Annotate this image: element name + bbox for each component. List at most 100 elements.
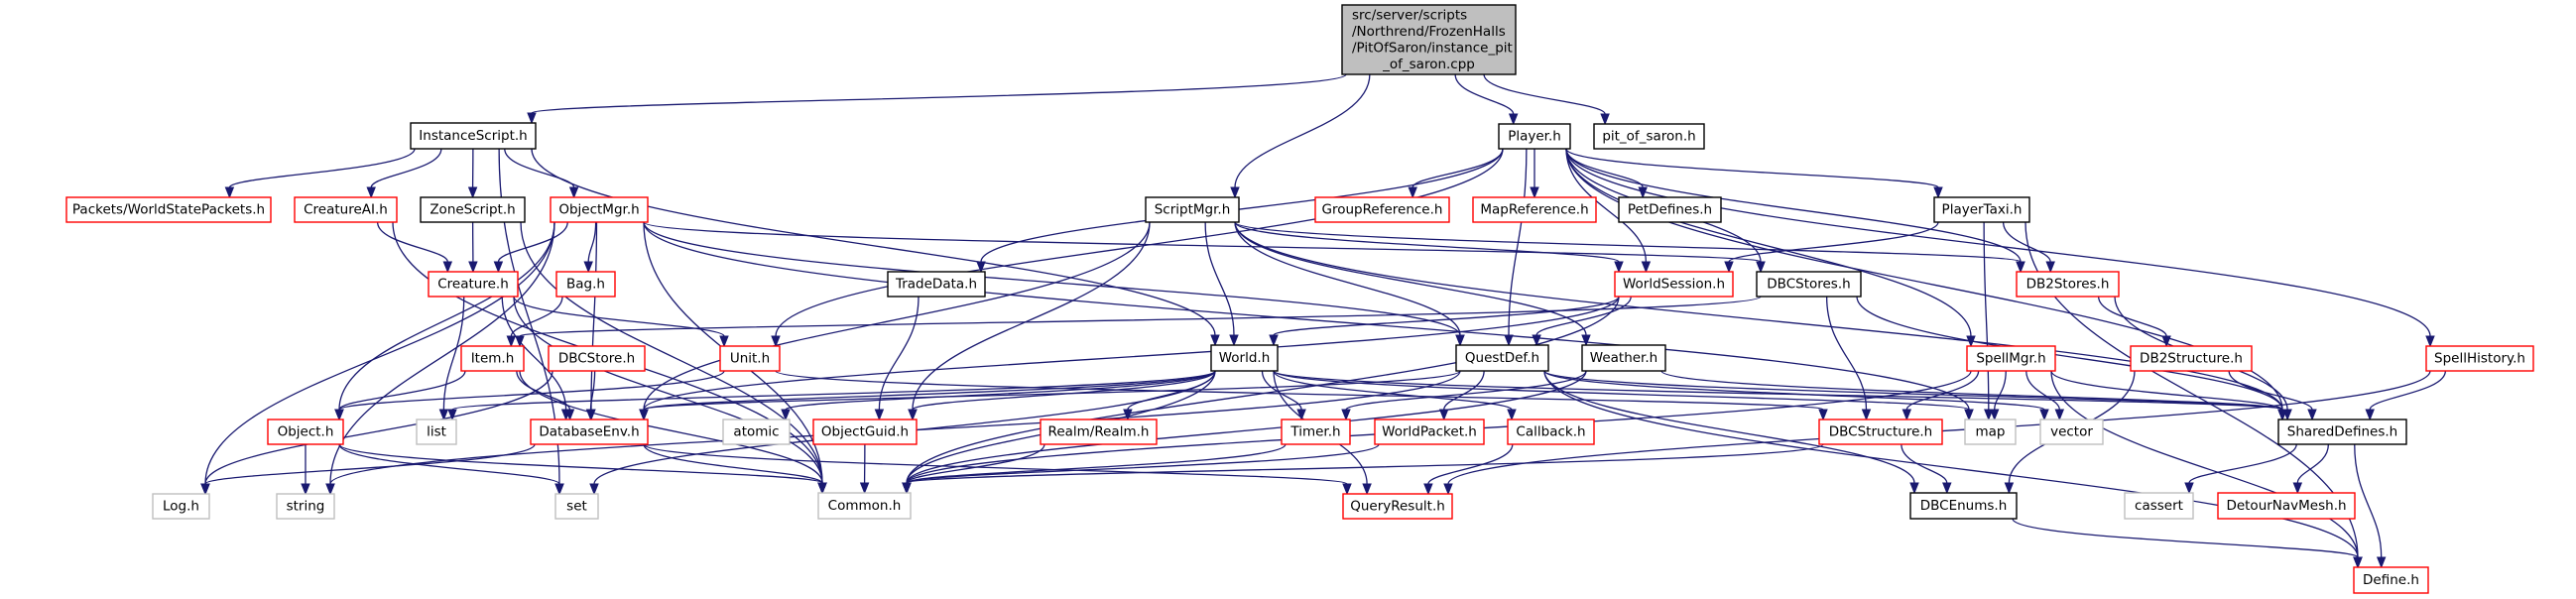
- node-objectguid[interactable]: ObjectGuid.h: [812, 419, 918, 445]
- arrowhead-icon: [976, 261, 986, 274]
- node-mapreference[interactable]: MapReference.h: [1472, 196, 1597, 223]
- arrowhead-icon: [2365, 409, 2375, 421]
- edge-dbcstores-to-item: [515, 296, 1762, 348]
- node-box: [555, 271, 616, 298]
- node-timer[interactable]: Timer.h: [1281, 419, 1351, 445]
- node-databaseenv[interactable]: DatabaseEnv.h: [530, 419, 649, 445]
- edge-dbcstore-to-databaseenv: [585, 370, 596, 421]
- node-instancescript[interactable]: InstanceScript.h: [410, 122, 537, 150]
- node-label: DBCEnums.h: [1920, 498, 2008, 514]
- edge-line: [785, 370, 1216, 411]
- node-box: [1472, 196, 1597, 223]
- node-label: Common.h: [828, 498, 902, 514]
- node-zonescript[interactable]: ZoneScript.h: [420, 196, 526, 223]
- node-box: [2016, 271, 2120, 298]
- node-object[interactable]: Object.h: [267, 419, 344, 445]
- edge-objectmgr-to-bag: [583, 221, 597, 274]
- arrowhead-icon: [1296, 409, 1306, 421]
- node-box: [1498, 123, 1571, 150]
- arrowhead-icon: [1408, 186, 1417, 199]
- node-realm[interactable]: Realm/Realm.h: [1040, 419, 1158, 445]
- arrowhead-icon: [1507, 409, 1517, 421]
- edge-databaseenv-to-log: [200, 443, 536, 496]
- edge-objectmgr-to-creature: [493, 221, 568, 274]
- node-player[interactable]: Player.h: [1498, 123, 1571, 150]
- node-questdef[interactable]: QuestDef.h: [1455, 344, 1549, 372]
- node-box: [1964, 419, 2017, 445]
- node-petdefines[interactable]: PetDefines.h: [1618, 196, 1722, 223]
- node-label: set: [566, 499, 587, 515]
- edge-world-to-atomic: [781, 370, 1216, 421]
- arrowhead-icon: [1530, 186, 1539, 199]
- node-dbcstores[interactable]: DBCStores.h: [1756, 271, 1862, 298]
- node-db2structure[interactable]: DB2Structure.h: [2130, 345, 2253, 372]
- node-playertaxi[interactable]: PlayerTaxi.h: [1933, 196, 2030, 223]
- node-list: list: [416, 419, 457, 445]
- node-root[interactable]: src/server/scripts/Northrend/FrozenHalls…: [1341, 4, 1517, 75]
- edge-spellhistory-to-shareddefines: [2365, 370, 2447, 421]
- node-db2stores[interactable]: DB2Stores.h: [2016, 271, 2120, 298]
- arrowhead-icon: [1229, 334, 1239, 347]
- node-unit[interactable]: Unit.h: [719, 345, 781, 372]
- node-label: PetDefines.h: [1628, 202, 1712, 218]
- node-weather[interactable]: Weather.h: [1581, 344, 1666, 372]
- node-groupreference[interactable]: GroupReference.h: [1314, 196, 1450, 223]
- node-bag[interactable]: Bag.h: [555, 271, 616, 298]
- node-spellhistory[interactable]: SpellHistory.h: [2425, 345, 2534, 372]
- node-box: [2425, 345, 2534, 372]
- edge-root-to-scriptmgr: [1230, 73, 1371, 199]
- edge-line: [2002, 221, 2051, 263]
- node-box: [1374, 419, 1485, 445]
- node-worldstatepackets[interactable]: Packets/WorldStatePackets.h: [65, 196, 272, 223]
- node-pitofsaron[interactable]: pit_of_saron.h: [1593, 123, 1705, 150]
- arrowhead-icon: [467, 186, 478, 199]
- edge-line: [1856, 296, 2283, 411]
- arrowhead-icon: [2016, 261, 2025, 274]
- node-worldpacket[interactable]: WorldPacket.h: [1374, 419, 1485, 445]
- edge-root-to-player: [1454, 73, 1519, 126]
- node-string: string: [276, 493, 335, 520]
- edge-player-to-worldsession: [1565, 148, 1652, 274]
- arrowhead-icon: [1942, 482, 1952, 495]
- node-box: [1909, 492, 2018, 520]
- node-box: [1342, 493, 1453, 520]
- node-label: atomic: [733, 424, 779, 440]
- edge-instancescript-to-objectmgr: [504, 148, 579, 199]
- edge-object-to-string: [301, 443, 310, 496]
- node-spellmgr[interactable]: SpellMgr.h: [1966, 345, 2056, 372]
- node-log: Log.h: [152, 493, 210, 520]
- node-dbcstructure[interactable]: DBCStructure.h: [1818, 419, 1943, 445]
- node-label: Packets/WorldStatePackets.h: [72, 202, 265, 218]
- node-queryresult[interactable]: QueryResult.h: [1342, 493, 1453, 520]
- edge-line: [2228, 370, 2313, 411]
- node-objectmgr[interactable]: ObjectMgr.h: [550, 196, 649, 223]
- node-vector: vector: [2039, 419, 2104, 445]
- edge-root-to-instancescript: [527, 73, 1347, 125]
- arrowhead-icon: [1724, 261, 1734, 274]
- node-scriptmgr[interactable]: ScriptMgr.h: [1145, 196, 1240, 223]
- node-detournavmesh[interactable]: DetourNavMesh.h: [2217, 492, 2356, 520]
- node-shareddefines[interactable]: SharedDefines.h: [2277, 419, 2407, 445]
- node-world[interactable]: World.h: [1210, 344, 1279, 372]
- node-dbcenums[interactable]: DBCEnums.h: [1909, 492, 2018, 520]
- node-worldsession[interactable]: WorldSession.h: [1614, 271, 1734, 298]
- arrowhead-icon: [493, 261, 504, 274]
- node-box: [410, 122, 537, 150]
- node-callback[interactable]: Callback.h: [1507, 419, 1595, 445]
- edge-line: [1261, 370, 1302, 411]
- node-creature[interactable]: Creature.h: [428, 271, 519, 298]
- edge-line: [980, 148, 1504, 263]
- edge-line: [1234, 221, 2022, 263]
- arrowhead-icon: [2292, 482, 2303, 495]
- node-dbcstore[interactable]: DBCStore.h: [548, 345, 646, 372]
- node-creatureai[interactable]: CreatureAI.h: [294, 196, 398, 223]
- node-tradedata[interactable]: TradeData.h: [887, 271, 986, 298]
- edge-databaseenv-to-common: [643, 443, 827, 495]
- edge-instancescript-to-creatureai: [366, 148, 442, 199]
- arrowhead-icon: [506, 335, 517, 348]
- edge-db2structure-to-shareddefines: [2228, 370, 2317, 421]
- node-define[interactable]: Define.h: [2353, 566, 2429, 594]
- node-item[interactable]: Item.h: [460, 345, 525, 372]
- arrowhead-icon: [568, 186, 579, 199]
